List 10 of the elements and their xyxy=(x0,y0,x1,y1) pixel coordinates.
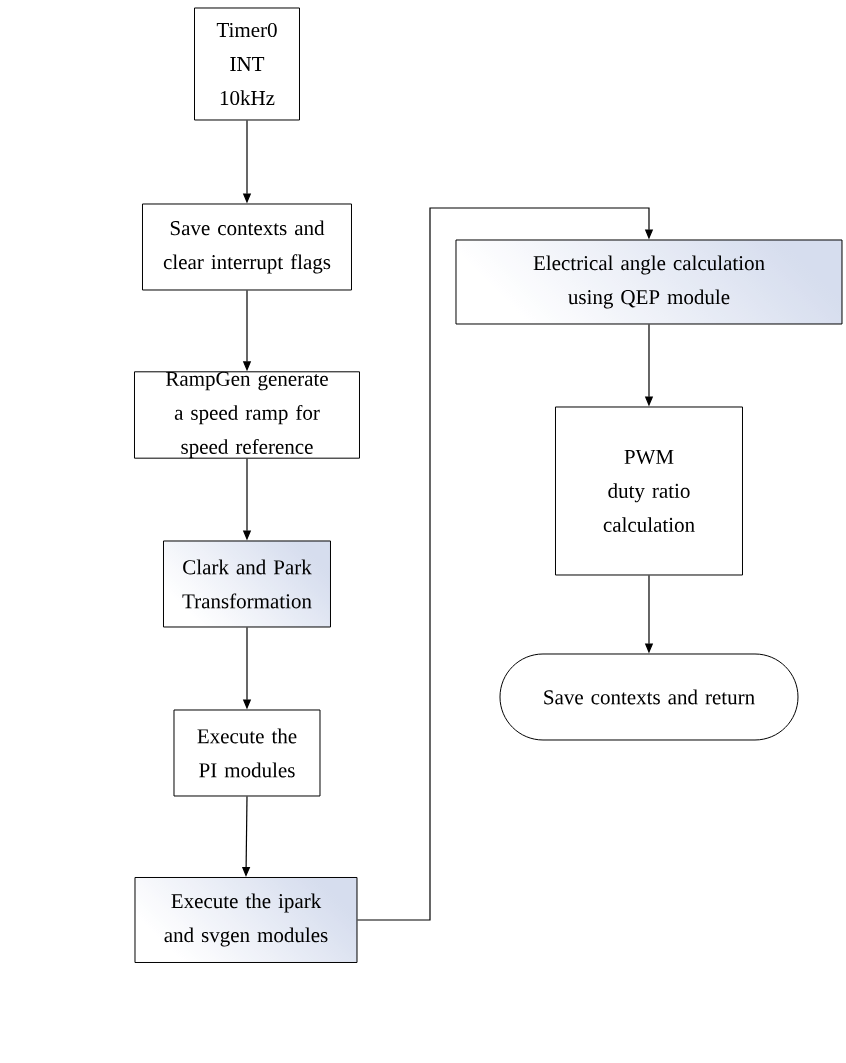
process-box: Save contexts and clear interrupt flags xyxy=(142,203,352,291)
process-box: Timer0 INT 10kHz xyxy=(194,7,300,121)
arrow xyxy=(356,207,654,921)
process-box: Electrical angle calculation using QEP module xyxy=(455,239,843,325)
process-box: Execute the ipark and svgen modules xyxy=(134,877,358,963)
process-box: Execute the PI modules xyxy=(173,709,321,797)
process-box: Clark and Park Transformation xyxy=(163,540,331,628)
process-box: RampGen generate a speed ramp for speed reference xyxy=(134,371,360,459)
terminal-box: Save contexts and return xyxy=(499,653,799,741)
process-box: PWM duty ratio calculation xyxy=(555,406,743,576)
